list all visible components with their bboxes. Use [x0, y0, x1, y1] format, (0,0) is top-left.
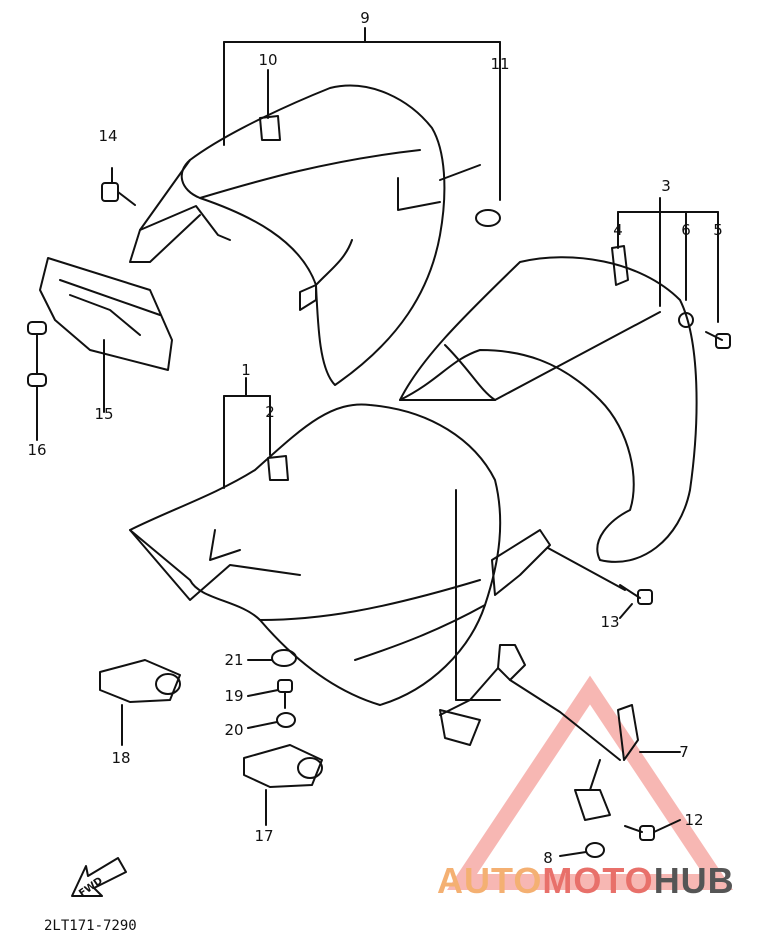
callout-15: 15: [94, 405, 114, 423]
screw-5: [705, 331, 731, 349]
grommet-11: [475, 209, 501, 227]
side-bracket: [491, 529, 551, 596]
rear-cover: [399, 245, 698, 563]
callout-13: 13: [600, 613, 620, 631]
bracket-9: [223, 27, 501, 201]
bolt-19: [247, 679, 293, 709]
callout-18: 18: [111, 749, 131, 767]
callout-20: 20: [224, 721, 244, 739]
callout-2: 2: [265, 403, 275, 421]
watermark-logo-triangle: [447, 675, 733, 890]
diagram-code: 2LT171-7290: [44, 918, 137, 934]
nut-20: [247, 712, 296, 729]
callout-9: 9: [360, 9, 370, 27]
watermark-logo: AUTOMOTOHUB: [437, 860, 735, 902]
rear-seat: [129, 84, 481, 386]
front-seat: [129, 403, 502, 706]
washer-6: [678, 312, 694, 328]
callout-10: 10: [258, 51, 278, 69]
callout-1: 1: [241, 361, 251, 379]
latch-assembly: [439, 644, 681, 821]
callout-11: 11: [490, 55, 510, 73]
callout-21: 21: [224, 651, 244, 669]
cap-21: [247, 649, 297, 667]
bracket-1: [223, 377, 271, 489]
bolt-14: [101, 167, 136, 206]
callout-3: 3: [661, 177, 671, 195]
fwd-arrow-icon: [71, 857, 127, 897]
strap-16: [27, 321, 47, 431]
callout-4: 4: [613, 221, 623, 239]
callout-19: 19: [224, 687, 244, 705]
bracket-15: [39, 257, 173, 401]
hinge-18: [99, 659, 181, 746]
nut-8: [559, 842, 605, 858]
watermark-part1: AUTO: [437, 860, 543, 901]
callout-12: 12: [684, 811, 704, 829]
watermark-part3: HUB: [653, 860, 735, 901]
hinge-17: [243, 744, 323, 826]
bolt-12: [624, 819, 681, 841]
callout-7: 7: [679, 743, 689, 761]
callout-17: 17: [254, 827, 274, 845]
callout-14: 14: [98, 127, 118, 145]
callout-8: 8: [543, 849, 553, 867]
callout-5: 5: [713, 221, 723, 239]
callout-16: 16: [27, 441, 47, 459]
bracket-3: [617, 197, 719, 323]
bolt-13: [547, 547, 653, 619]
watermark-part2: MOTO: [542, 860, 654, 901]
callout-6: 6: [681, 221, 691, 239]
